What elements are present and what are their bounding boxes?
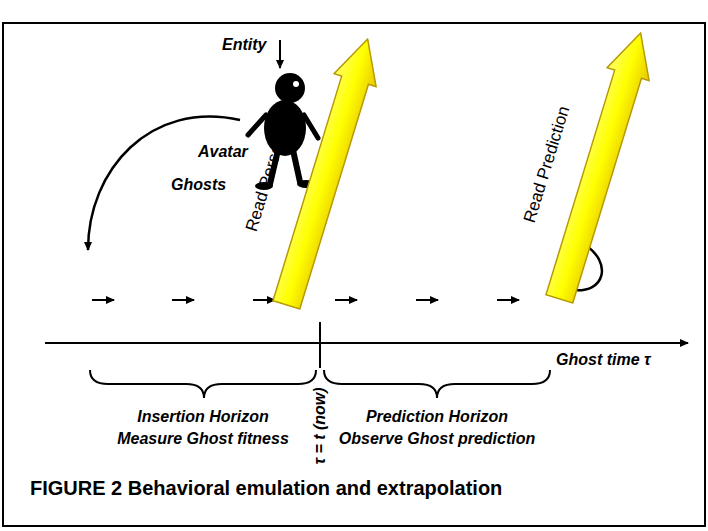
prediction-brace	[324, 370, 550, 398]
yellow-arrow: Read Personality	[264, 31, 390, 312]
annotation-label: τ = t (now)	[311, 387, 329, 464]
insertion-curve	[88, 117, 240, 250]
arrow-shape	[264, 31, 390, 312]
arrow-label: Read Prediction	[521, 104, 573, 225]
insertion-brace	[90, 370, 316, 398]
figure-caption: FIGURE 2 Behavioral emulation and extrap…	[30, 476, 502, 500]
annotation-label: Insertion Horizon	[137, 408, 269, 426]
now-tick	[319, 322, 321, 368]
annotation-label: Measure Ghost fitness	[117, 430, 289, 448]
annotation-label: Entity	[222, 36, 266, 54]
annotation-label: Avatar	[198, 143, 248, 161]
pointer-arrow	[279, 40, 281, 68]
annotation-label: Observe Ghost prediction	[339, 430, 535, 448]
annotation-label: Ghost time τ	[556, 351, 651, 369]
ghost-steps	[92, 299, 519, 301]
annotation-label: Ghosts	[171, 176, 226, 194]
annotation-label: Prediction Horizon	[366, 408, 508, 426]
time-axis	[45, 342, 688, 344]
